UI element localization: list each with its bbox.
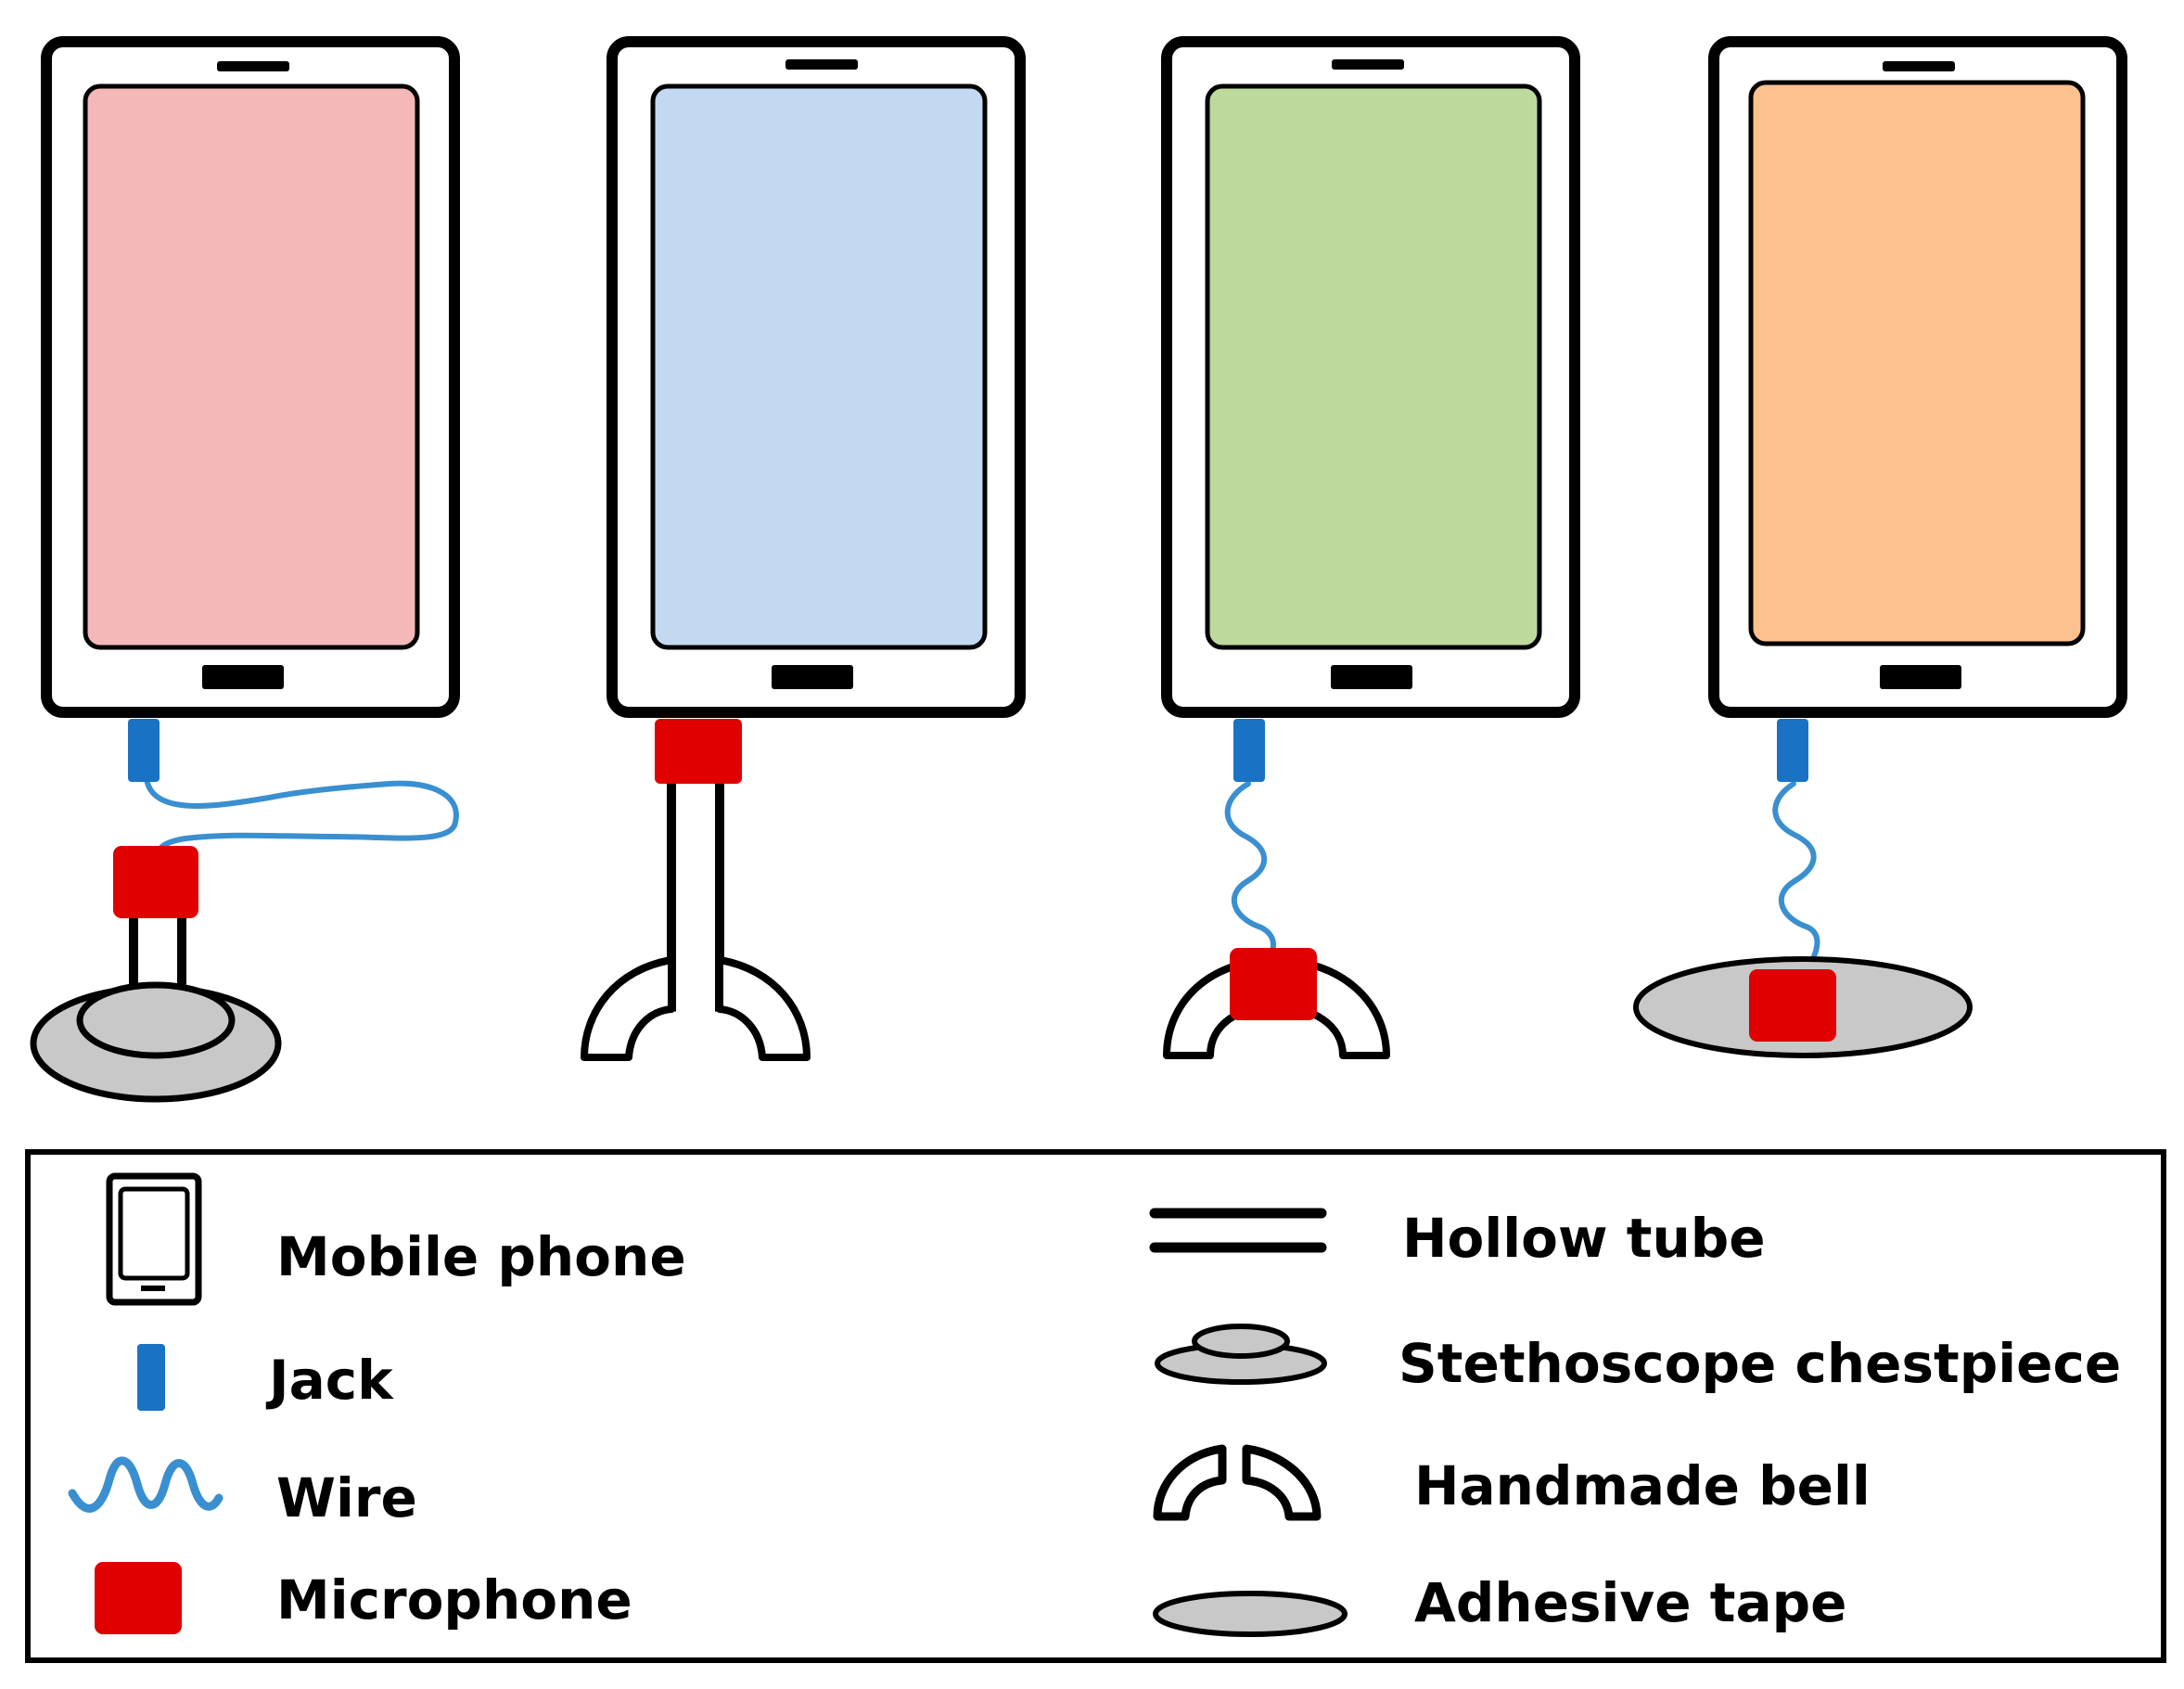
- phone-speaker: [785, 59, 858, 70]
- legend-label-wire: Wire: [276, 1466, 417, 1529]
- configuration-2: [581, 36, 1026, 1061]
- stethoscope-chestpiece-1: [30, 981, 282, 1103]
- legend-label-adhesive-tape: Adhesive tape: [1414, 1571, 1847, 1634]
- chestpiece-icon: [1155, 1324, 1327, 1385]
- mobile-phone-3: [1161, 36, 1580, 718]
- legend-box: [25, 1149, 2166, 1663]
- phone-speaker: [1332, 59, 1404, 70]
- microphone-1: [113, 846, 198, 918]
- mobile-phone-2: [607, 36, 1026, 718]
- configuration-4: [1633, 36, 2127, 1058]
- phone-icon: [106, 1172, 202, 1306]
- phone-speaker: [1883, 61, 1955, 71]
- legend-label-jack: Jack: [265, 1349, 394, 1412]
- wire-3: [1224, 781, 1276, 958]
- configuration-1: [30, 36, 460, 1103]
- legend-label-microphone: Microphone: [276, 1568, 632, 1631]
- mobile-phone-4: [1708, 36, 2127, 718]
- phone-home-button: [1880, 665, 1961, 689]
- jack-icon: [137, 1344, 165, 1411]
- phone-screen-pink: [83, 83, 420, 650]
- hollow-tube-icon: [1149, 1208, 1327, 1253]
- wire-icon: [68, 1456, 224, 1513]
- wire-1: [144, 776, 459, 861]
- legend-label-mobile-phone: Mobile phone: [276, 1225, 686, 1288]
- legend: Mobile phone Jack Wire Microphone Hollow…: [25, 1149, 2166, 1663]
- wire-4: [1772, 781, 1820, 972]
- phone-home-button: [1331, 665, 1412, 689]
- legend-label-hollow-tube: Hollow tube: [1402, 1207, 1766, 1270]
- phone-home-button: [772, 665, 853, 689]
- phone-home-button: [202, 665, 284, 689]
- adhesive-tape-icon: [1153, 1591, 1347, 1637]
- phone-screen-blue: [650, 83, 988, 650]
- microphone-icon: [95, 1562, 182, 1634]
- legend-label-handmade-bell: Handmade bell: [1414, 1454, 1871, 1517]
- jack-1: [128, 719, 160, 782]
- jack-4: [1777, 719, 1808, 782]
- handmade-bell-2: [581, 956, 811, 1061]
- microphone-2: [655, 719, 742, 784]
- mobile-phone-1: [41, 36, 460, 718]
- microphone-3: [1230, 948, 1317, 1020]
- phone-screen-orange: [1748, 80, 2086, 646]
- bell-icon: [1153, 1444, 1322, 1521]
- jack-3: [1233, 719, 1265, 782]
- configuration-3: [1161, 36, 1580, 1059]
- phone-screen-green: [1205, 83, 1542, 650]
- phone-speaker: [217, 61, 289, 71]
- microphone-4: [1749, 969, 1836, 1042]
- legend-label-stethoscope-chestpiece: Stethoscope chestpiece: [1399, 1332, 2121, 1395]
